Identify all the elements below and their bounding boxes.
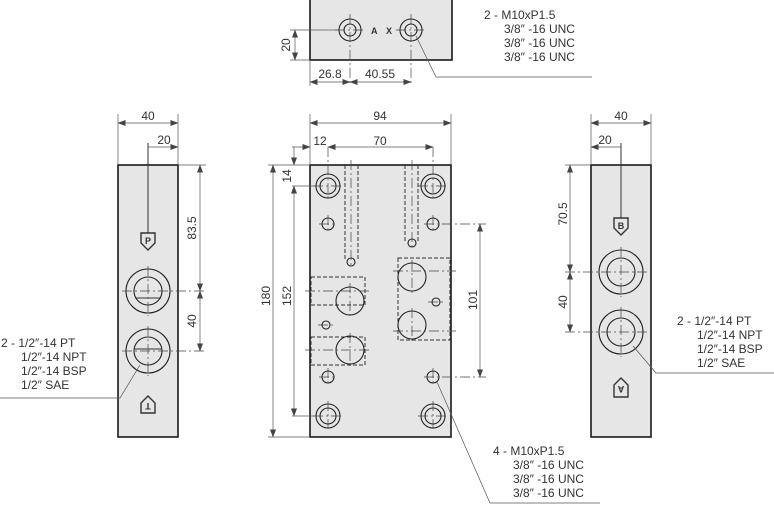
callout-line: 3/8″ -16 UNC <box>504 22 575 36</box>
dim-right-width: 40 <box>614 109 628 123</box>
left-view: 40 20 P T 83.5 40 <box>0 109 206 438</box>
top-callout-leader <box>415 35 592 78</box>
callout-line: 3/8″ -16 UNC <box>504 36 575 50</box>
port-label-a-right: A <box>617 384 624 394</box>
dim-left-port-spacing: 40 <box>185 314 199 328</box>
dim-front-hole-vertical: 152 <box>280 286 294 306</box>
callout-line: 1/2″ SAE <box>697 356 745 370</box>
dim-left-width: 40 <box>141 109 155 123</box>
valve-bore <box>393 260 456 294</box>
small-hole <box>319 215 337 233</box>
right-view: 40 20 B A 70.5 40 2 - 1/2″-14 PT <box>556 109 774 438</box>
right-callout: 2 - 1/2″-14 PT 1/2″-14 NPT 1/2″-14 BSP 1… <box>677 314 763 370</box>
dim-front-edge-offset: 12 <box>313 134 327 148</box>
port-hole-a <box>335 14 365 84</box>
corner-hole <box>418 401 448 431</box>
valve-bore <box>305 283 370 318</box>
callout-line: 1/2″-14 BSP <box>21 364 87 378</box>
dim-right-port-spacing: 40 <box>556 295 570 309</box>
callout-line: 3/8″ -16 UNC <box>513 472 584 486</box>
port-label-t: T <box>145 401 151 411</box>
callout-line: 3/8″ -16 UNC <box>504 50 575 64</box>
top-callout: 2 - M10xP1.5 3/8″ -16 UNC 3/8″ -16 UNC 3… <box>484 8 575 64</box>
right-callout-leader <box>632 345 774 374</box>
dim-front-inner-spacing: 101 <box>466 290 480 310</box>
valve-bore <box>393 308 456 342</box>
port-b <box>565 247 648 297</box>
small-hole <box>319 368 337 386</box>
dim-right-half: 20 <box>598 133 612 147</box>
port-badge-a-icon <box>613 377 629 398</box>
dim-top-offset1: 26.8 <box>318 67 342 81</box>
port-p <box>122 266 205 316</box>
corner-hole <box>313 401 343 431</box>
port-badge-t-icon <box>140 395 156 414</box>
dim-left-half: 20 <box>157 133 171 147</box>
callout-line: 1/2″ SAE <box>21 378 69 392</box>
port-a <box>565 307 648 357</box>
corner-hole <box>418 147 448 201</box>
callout-line: 2 - 1/2″-14 PT <box>677 314 752 328</box>
front-callout: 4 - M10xP1.5 3/8″ -16 UNC 3/8″ -16 UNC 3… <box>493 444 584 500</box>
valve-bore <box>305 333 370 367</box>
port-label-b: B <box>618 221 625 231</box>
callout-line: 4 - M10xP1.5 <box>493 444 565 458</box>
left-callout-leader <box>0 364 141 399</box>
front-view-block <box>309 164 452 438</box>
front-view: 94 12 70 14 180 152 101 4 - M10xP1.5 3/8… <box>259 109 600 504</box>
dim-front-width: 94 <box>373 109 387 123</box>
port-label-p: P <box>145 236 151 246</box>
callout-line: 1/2″-14 NPT <box>697 328 763 342</box>
port-t <box>122 326 205 376</box>
callout-line: 3/8″ -16 UNC <box>513 458 584 472</box>
port-label-a: A <box>371 26 378 36</box>
small-hole <box>318 320 334 330</box>
dim-front-top-offset: 14 <box>280 169 294 183</box>
callout-line: 3/8″ -16 UNC <box>513 486 584 500</box>
hidden-pocket <box>310 336 366 366</box>
callout-line: 2 - M10xP1.5 <box>484 8 556 22</box>
dim-front-height: 180 <box>259 286 273 306</box>
port-label-x: X <box>386 26 392 36</box>
dim-right-port-from-top: 70.5 <box>556 202 570 226</box>
dim-top-height: 20 <box>279 38 293 52</box>
dim-left-port-from-top: 83.5 <box>185 216 199 240</box>
callout-line: 1/2″-14 NPT <box>21 350 87 364</box>
port-badge-p-icon <box>140 232 156 251</box>
small-hole <box>424 368 486 386</box>
port-badge-b-icon <box>613 217 629 236</box>
small-hole <box>428 297 444 307</box>
port-hole-x <box>396 14 426 84</box>
small-hole <box>424 215 486 233</box>
callout-line: 1/2″-14 BSP <box>697 342 763 356</box>
left-callout: 2 - 1/2″-14 PT 1/2″-14 NPT 1/2″-14 BSP 1… <box>1 336 87 392</box>
hidden-channel <box>404 160 419 249</box>
callout-line: 2 - 1/2″-14 PT <box>1 336 76 350</box>
dim-top-offset2: 40.55 <box>365 67 395 81</box>
dim-front-hole-spacing: 70 <box>373 134 387 148</box>
hidden-pocket <box>397 257 451 341</box>
front-callout-leader <box>436 381 600 504</box>
top-view: A X 20 26.8 40.55 2 - M10xP1.5 3/8″ -16 … <box>279 0 592 86</box>
hidden-channel <box>344 160 359 268</box>
